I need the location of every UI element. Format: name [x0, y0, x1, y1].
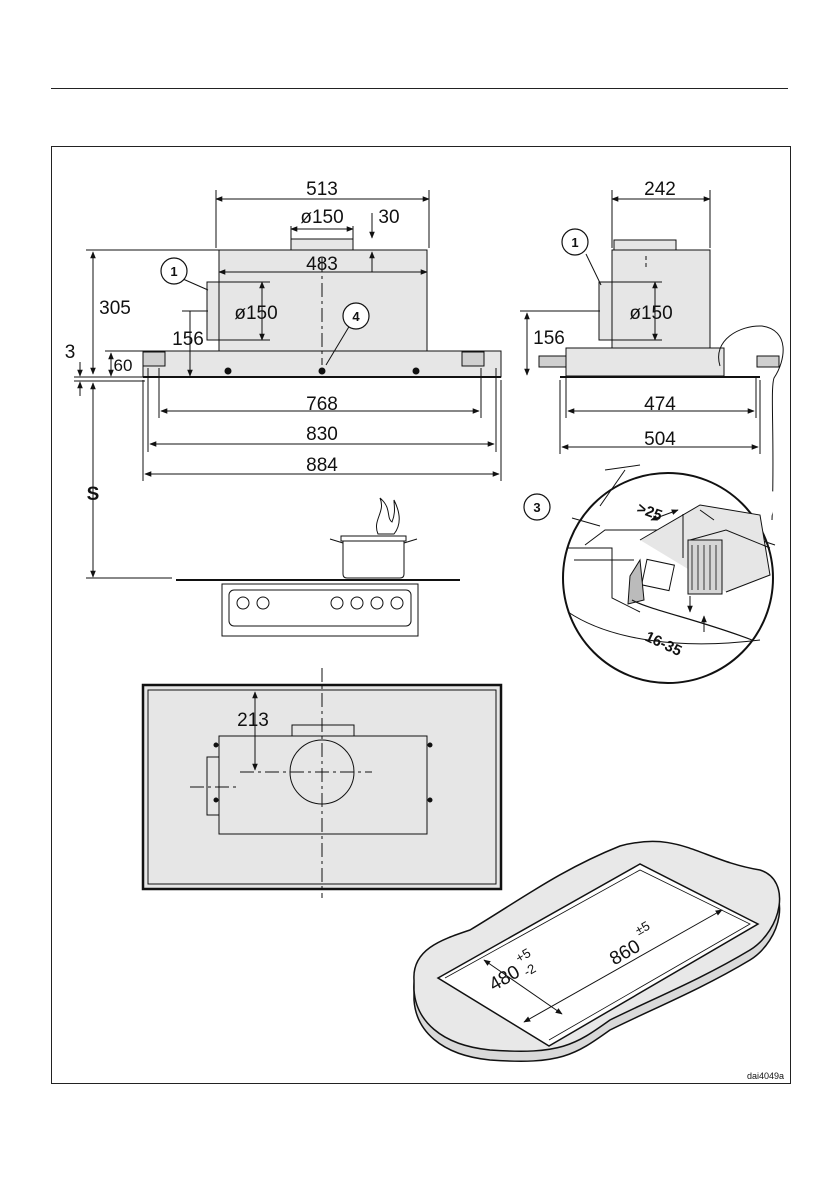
- screw-2: [319, 368, 325, 374]
- dim-30: 30: [378, 207, 399, 228]
- dim-474: 474: [644, 394, 676, 415]
- callout-1-front-label: 1: [170, 264, 177, 279]
- top-spigot: [291, 239, 353, 250]
- flame: [376, 498, 399, 534]
- dim-513: 513: [306, 179, 338, 200]
- screw-1: [225, 368, 231, 374]
- front-view: [74, 190, 501, 578]
- dim-dia-150-top: ø150: [300, 207, 343, 228]
- dim-884: 884: [306, 455, 338, 476]
- screw-3: [413, 368, 419, 374]
- pot: [343, 540, 404, 578]
- cooktop: [176, 498, 460, 636]
- dim-768: 768: [306, 394, 338, 415]
- callout-3: 3: [524, 494, 550, 520]
- dim-s: S: [87, 484, 100, 505]
- bracket-right: [462, 352, 484, 366]
- dim-side-156: 156: [533, 328, 565, 349]
- dim-dia-150-side: ø150: [234, 303, 277, 324]
- dim-60: 60: [114, 356, 133, 375]
- dim-side-dia-150: ø150: [629, 303, 672, 324]
- callout-4-label: 4: [352, 309, 360, 324]
- reference-code: dai4049a: [747, 1071, 784, 1081]
- dim-156: 156: [172, 329, 204, 350]
- callout-4: 4: [343, 303, 369, 329]
- plan-view: [143, 668, 501, 898]
- side-spigot: [207, 282, 219, 340]
- callout-1-side-label: 1: [571, 235, 578, 250]
- callout-3-label: 3: [533, 500, 540, 515]
- dim-213: 213: [237, 710, 269, 731]
- dim-242: 242: [644, 179, 676, 200]
- dim-830: 830: [306, 424, 338, 445]
- callout-1-side: 1: [562, 229, 588, 255]
- dim-483: 483: [306, 254, 338, 275]
- bracket-left: [143, 352, 165, 366]
- dim-3: 3: [65, 342, 76, 363]
- callout-1-front: 1: [161, 258, 187, 284]
- dim-305: 305: [99, 298, 131, 319]
- dim-504: 504: [644, 429, 676, 450]
- side-view: [520, 190, 783, 520]
